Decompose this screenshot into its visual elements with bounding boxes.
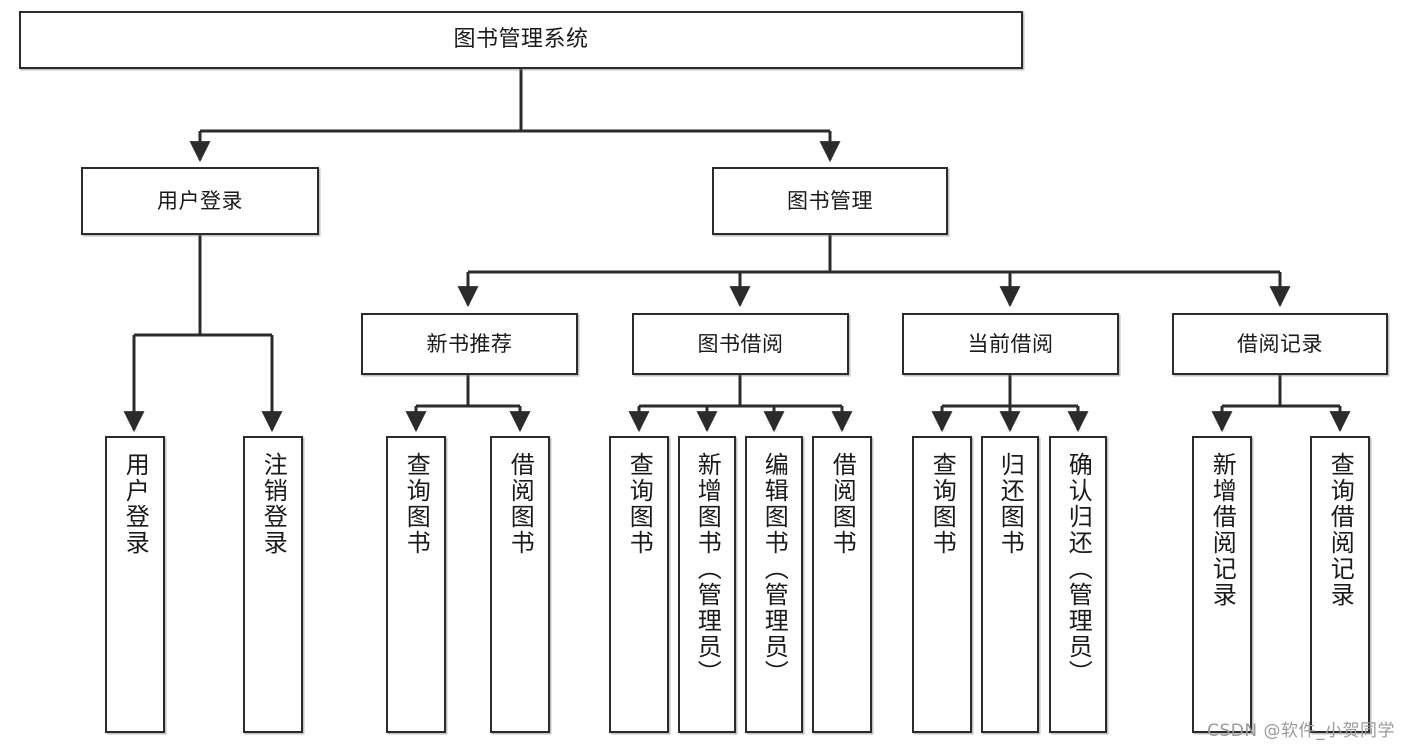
leaf-query-book-current[interactable]: 查询图书 (912, 436, 972, 733)
node-label: 图书管理系统 (453, 27, 589, 53)
leaf-return-book[interactable]: 归还图书 (981, 436, 1039, 733)
leaf-borrow-book-newbook[interactable]: 借阅图书 (490, 436, 550, 733)
node-current-borrow[interactable]: 当前借阅 (902, 313, 1119, 375)
leaf-query-book-newbook[interactable]: 查询图书 (386, 436, 446, 733)
node-user-login[interactable]: 用户登录 (81, 167, 319, 235)
node-label: 新增借阅记录 (1208, 452, 1237, 608)
node-label: 用户登录 (121, 452, 150, 556)
node-label: 图书借阅 (697, 331, 784, 356)
node-root-library-system[interactable]: 图书管理系统 (19, 11, 1023, 69)
leaf-add-borrow-record[interactable]: 新增借阅记录 (1192, 436, 1252, 733)
leaf-edit-book-admin[interactable]: 编辑图书（管理员） (745, 436, 803, 733)
node-label: 借阅记录 (1237, 331, 1323, 356)
node-label: 查询图书 (402, 452, 431, 556)
node-label: 新增图书（管理员） (693, 452, 722, 686)
node-book-management[interactable]: 图书管理 (712, 167, 948, 235)
node-label: 查询图书 (928, 452, 957, 556)
node-label: 借阅图书 (828, 452, 857, 556)
node-label: 借阅图书 (506, 452, 535, 556)
node-label: 确认归还（管理员） (1064, 452, 1093, 686)
node-borrow-records[interactable]: 借阅记录 (1172, 313, 1388, 375)
node-book-borrow[interactable]: 图书借阅 (632, 313, 849, 375)
node-label: 新书推荐 (426, 331, 513, 356)
node-label: 用户登录 (157, 188, 243, 213)
node-label: 查询图书 (625, 452, 654, 556)
node-new-book-recommend[interactable]: 新书推荐 (361, 313, 578, 375)
node-label: 当前借阅 (967, 331, 1054, 356)
leaf-query-book-borrow[interactable]: 查询图书 (609, 436, 669, 733)
leaf-user-login[interactable]: 用户登录 (105, 436, 165, 733)
node-label: 图书管理 (787, 188, 873, 213)
leaf-borrow-book[interactable]: 借阅图书 (812, 436, 872, 733)
leaf-add-book-admin[interactable]: 新增图书（管理员） (678, 436, 736, 733)
leaf-logout[interactable]: 注销登录 (243, 436, 303, 733)
leaf-confirm-return-admin[interactable]: 确认归还（管理员） (1049, 436, 1107, 733)
leaf-query-borrow-record[interactable]: 查询借阅记录 (1310, 436, 1370, 733)
node-label: 查询借阅记录 (1326, 452, 1355, 608)
node-label: 归还图书 (996, 452, 1025, 556)
node-label: 注销登录 (259, 452, 288, 556)
node-label: 编辑图书（管理员） (760, 452, 789, 686)
